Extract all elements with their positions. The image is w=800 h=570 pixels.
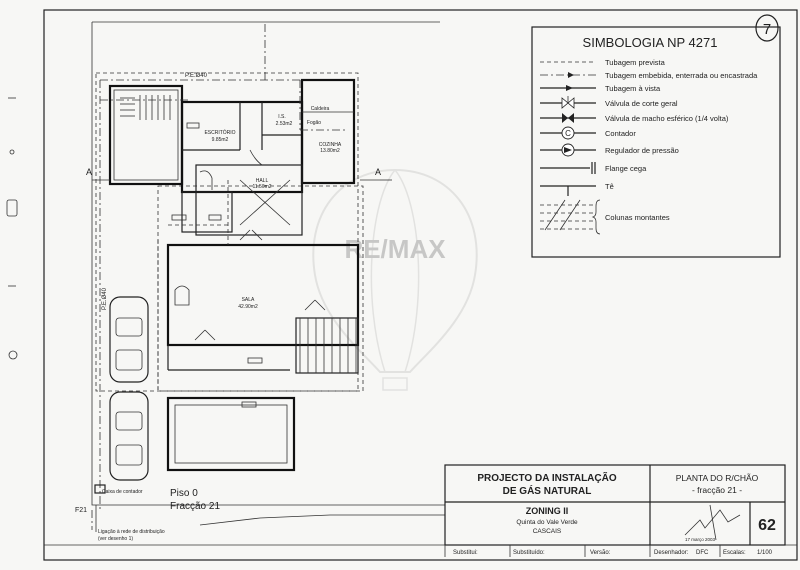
fraction-label: Fracção 21: [170, 501, 220, 512]
legend-item-9: Tê: [605, 182, 614, 191]
connection-label-2: (ver desenho 1): [98, 536, 133, 542]
remax-watermark: RE/MAX: [312, 168, 478, 391]
sheet-mark: 7: [763, 21, 771, 38]
room-escritorio-area: 9.85m2: [212, 137, 229, 143]
legend-item-1: Tubagem prevista: [605, 58, 666, 67]
car-lower: [109, 391, 149, 481]
valve-ball-icon: [540, 113, 596, 123]
section-a-right: A: [375, 167, 381, 177]
room-is: I.S.: [278, 114, 286, 120]
room-sala: SALA: [242, 297, 255, 303]
room-cozinha: COZINHA: [319, 142, 342, 148]
title-block: PROJECTO DA INSTALAÇÃO DE GÁS NATURAL PL…: [444, 464, 786, 557]
date-label: 17 março 2003: [685, 537, 716, 542]
watermark-text: RE/MAX: [344, 234, 446, 264]
room-cozinha-area: 13.80m2: [320, 148, 340, 154]
floor-plan: P.E.Ø40 P.E.Ø40: [75, 21, 445, 542]
tee-icon: [540, 185, 596, 196]
room-sala-area: 42.90m2: [238, 304, 258, 310]
signature-mark: [684, 504, 741, 541]
level-label: Piso 0: [170, 488, 198, 499]
field-escala-value: 1/100: [757, 550, 773, 556]
stair-treads: [120, 95, 171, 120]
meter-icon: C: [540, 126, 596, 140]
legend-title: SIMBOLOGIA NP 4271: [583, 35, 718, 50]
field-substitui: Substitui:: [453, 550, 478, 556]
plan-title-2: - fracção 21 -: [692, 485, 742, 495]
connection-label-1: Ligação à rede de distribuição: [98, 529, 165, 535]
symbol-legend: SIMBOLOGIA NP 4271 7 C: [531, 14, 781, 258]
location-label: Quinta do Vale Verde: [516, 519, 578, 526]
zoning-label: ZONING II: [526, 506, 569, 516]
legend-item-10: Colunas montantes: [605, 213, 670, 222]
field-versao: Versão:: [590, 550, 611, 556]
legend-item-3: Tubagem à vista: [605, 84, 661, 93]
legend-item-8: Flange cega: [605, 164, 647, 173]
field-desenhador-value: DFC: [696, 550, 709, 556]
city-label: CASCAIS: [533, 528, 562, 535]
pe-label-top: P.E.Ø40: [185, 73, 208, 79]
field-substituido: Substituído:: [513, 550, 545, 556]
svg-text:C: C: [565, 129, 571, 138]
legend-item-4: Válvula de corte geral: [605, 99, 678, 108]
room-hall: HALL: [256, 178, 269, 184]
valve-main-icon: [540, 96, 596, 109]
blind-flange-icon: [540, 162, 596, 174]
field-desenhador: Desenhador:: [654, 550, 689, 556]
regulator-icon: [540, 143, 596, 157]
pe-label-side: P.E.Ø40: [102, 287, 108, 310]
terrace-hatch: [295, 317, 359, 374]
room-caldeira: Caldeira: [311, 106, 330, 112]
room-escritorio: ESCRITÓRIO: [204, 129, 235, 136]
project-title-1: PROJECTO DA INSTALAÇÃO: [477, 471, 616, 484]
legend-item-6: Contador: [605, 129, 636, 138]
risers-icon: [540, 199, 601, 235]
room-fogao: Fogão: [307, 120, 321, 126]
plan-title-1: PLANTA DO R/CHÃO: [676, 473, 759, 483]
legend-item-7: Regulador de pressão: [605, 146, 679, 155]
car-upper: [109, 296, 149, 383]
project-title-2: DE GÁS NATURAL: [503, 484, 592, 497]
sheet-frame: [43, 9, 798, 561]
pool: [166, 396, 296, 472]
legend-item-5: Válvula de macho esférico (1/4 volta): [605, 114, 729, 123]
binder-marks: [6, 97, 18, 360]
f21-label: F21: [75, 507, 87, 514]
room-is-area: 2.53m2: [276, 121, 293, 127]
meter-box-label: Caixa de contador: [102, 489, 143, 495]
room-hall-area: 11.50m2: [252, 184, 271, 190]
legend-item-2: Tubagem embebida, enterrada ou encastrad…: [605, 71, 758, 80]
section-a-left: A: [86, 167, 92, 177]
sheet-number: 62: [758, 517, 776, 534]
field-escalas: Escalas:: [723, 550, 746, 556]
